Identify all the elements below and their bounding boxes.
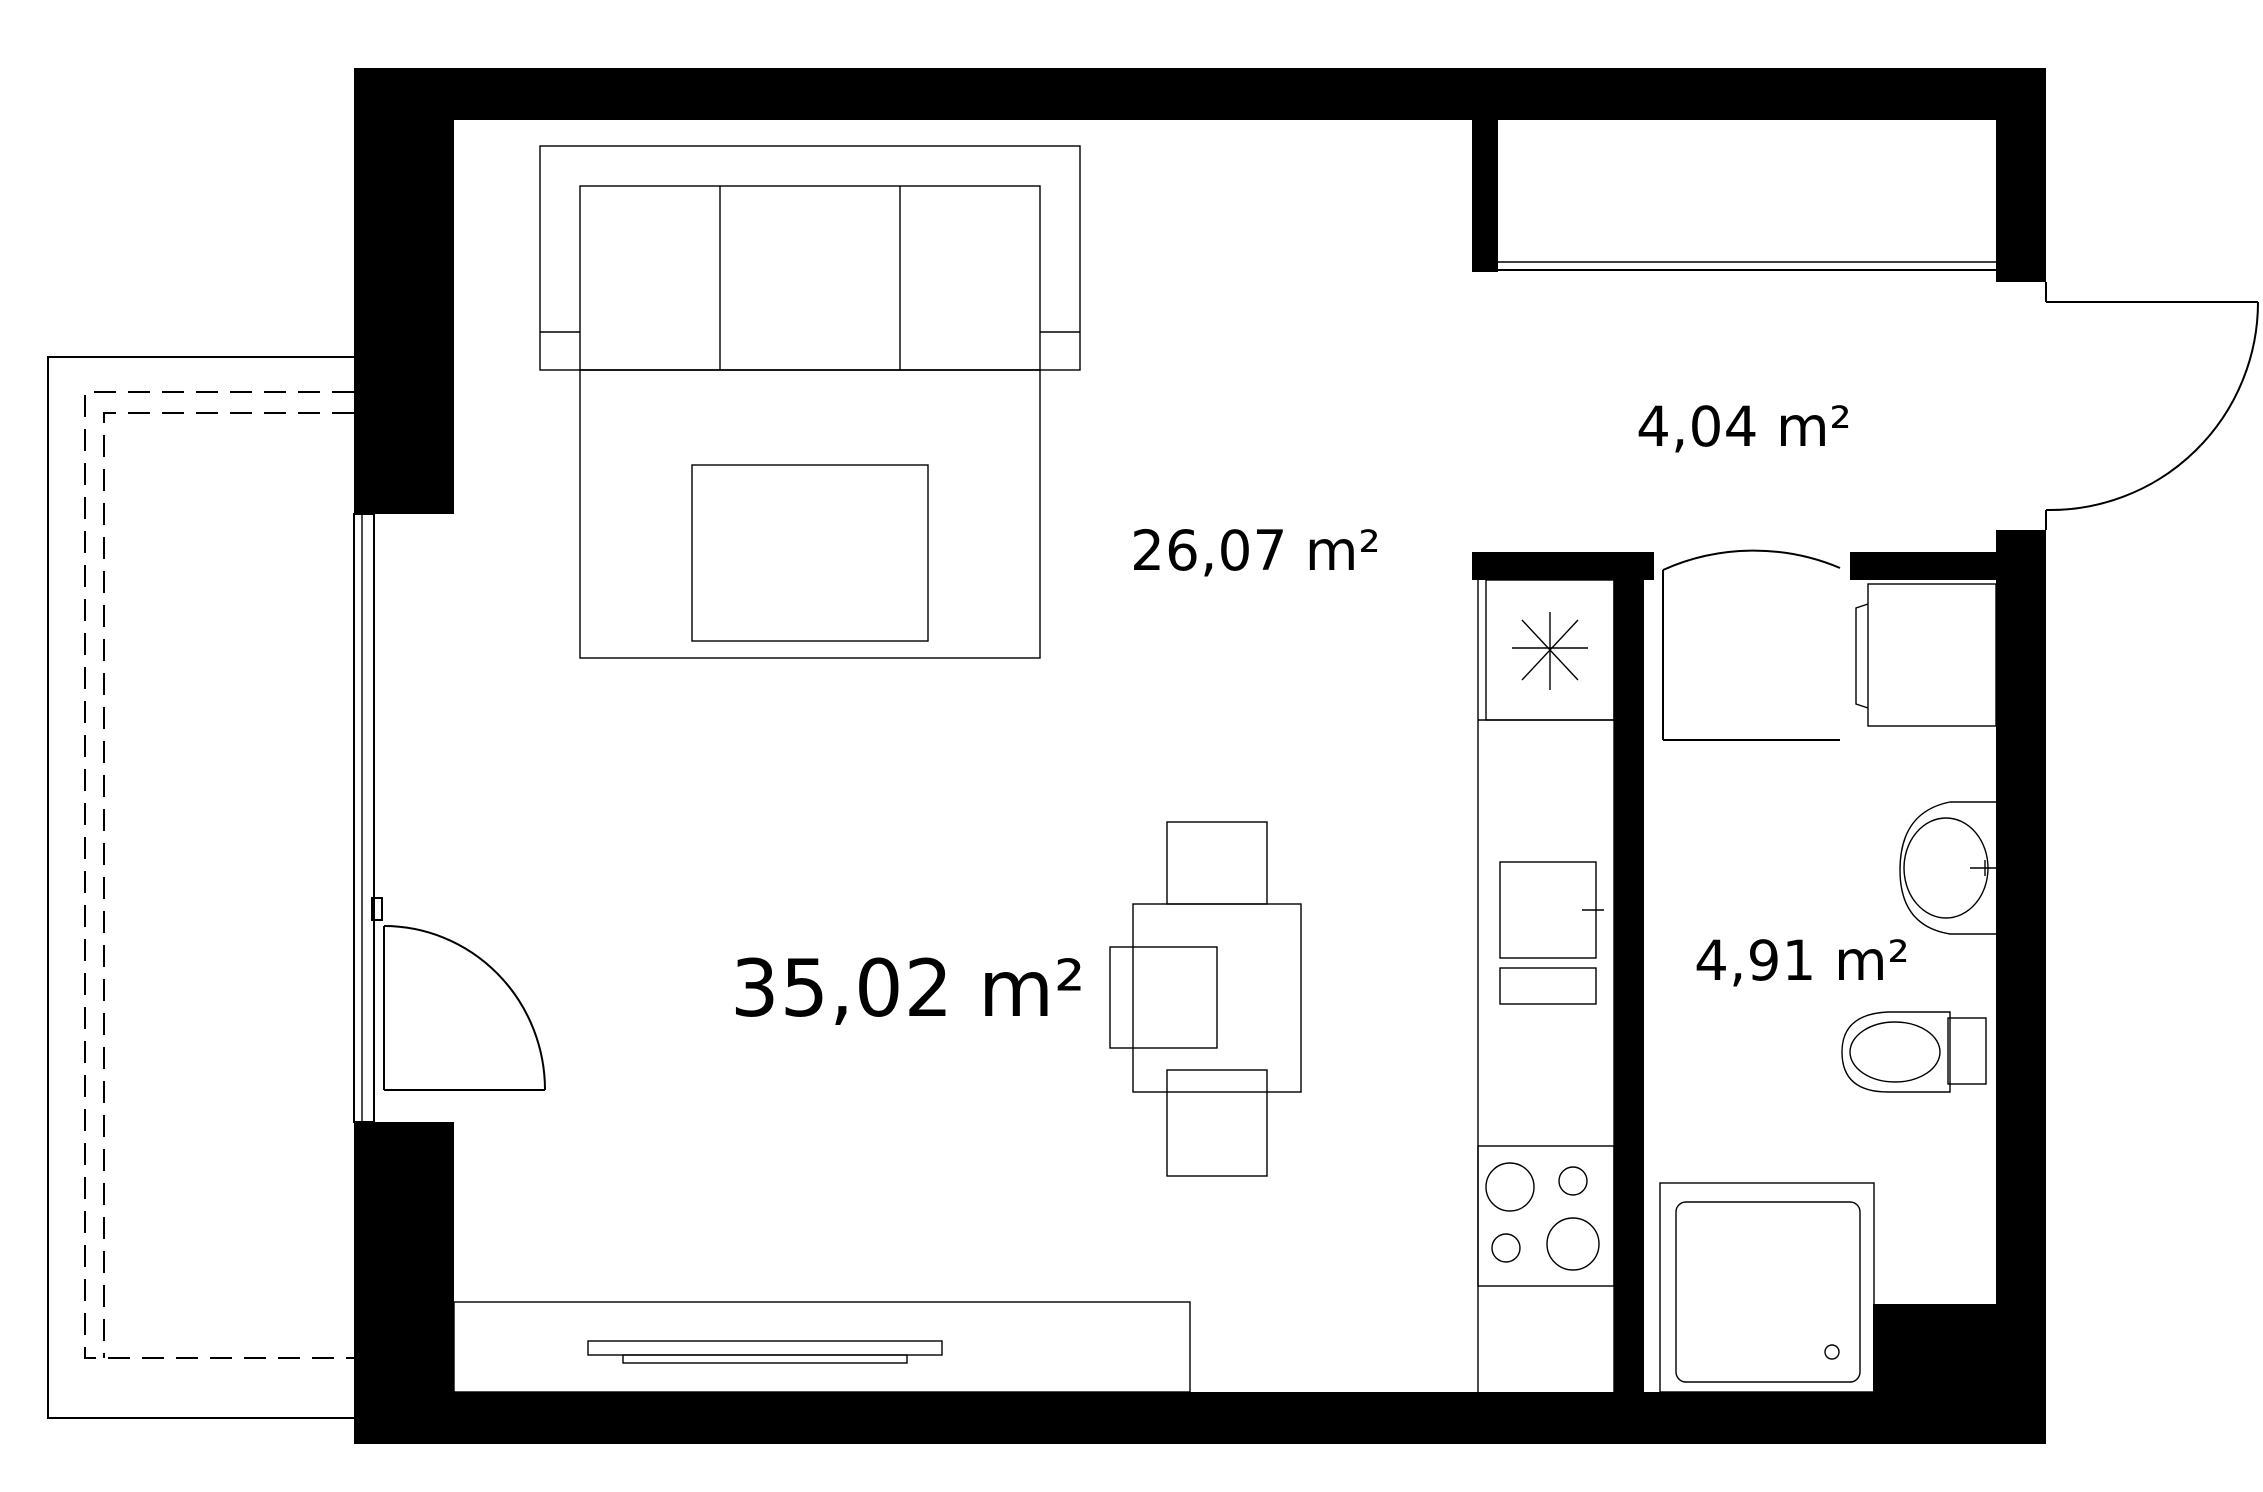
washbasin	[1899, 801, 1996, 935]
bathroom-fixtures	[1659, 549, 1997, 1393]
balcony-door	[383, 925, 546, 1091]
balcony	[47, 356, 354, 1419]
kitchen	[1477, 579, 1615, 1392]
tv-cabinet	[453, 1301, 1191, 1393]
washing-machine	[1855, 583, 1997, 727]
bathroom-area-label: 4,91 m²	[1694, 929, 1910, 993]
total-area-label: 35,02 m²	[730, 945, 1085, 1035]
chair-top	[1166, 821, 1268, 905]
chair-left	[1109, 946, 1218, 1049]
wardrobe	[1498, 261, 1996, 271]
bathroom-door	[1662, 549, 1841, 741]
chair-bottom	[1166, 1069, 1268, 1177]
hall-area-label: 4,04 m²	[1636, 395, 1852, 459]
fridge-mark	[1512, 612, 1588, 690]
entrance-door	[2045, 282, 2259, 530]
toilet	[1841, 1011, 1987, 1093]
walls	[354, 68, 2046, 1444]
sofa-bed	[539, 145, 1081, 659]
balcony-window	[353, 513, 383, 1123]
living-area-label: 26,07 m²	[1130, 519, 1381, 583]
coffee-table	[691, 464, 929, 642]
cooktop	[1477, 1145, 1615, 1287]
kitchen-sink	[1499, 861, 1604, 1005]
dining-set	[1109, 821, 1302, 1177]
shower-tray	[1659, 1182, 1875, 1393]
